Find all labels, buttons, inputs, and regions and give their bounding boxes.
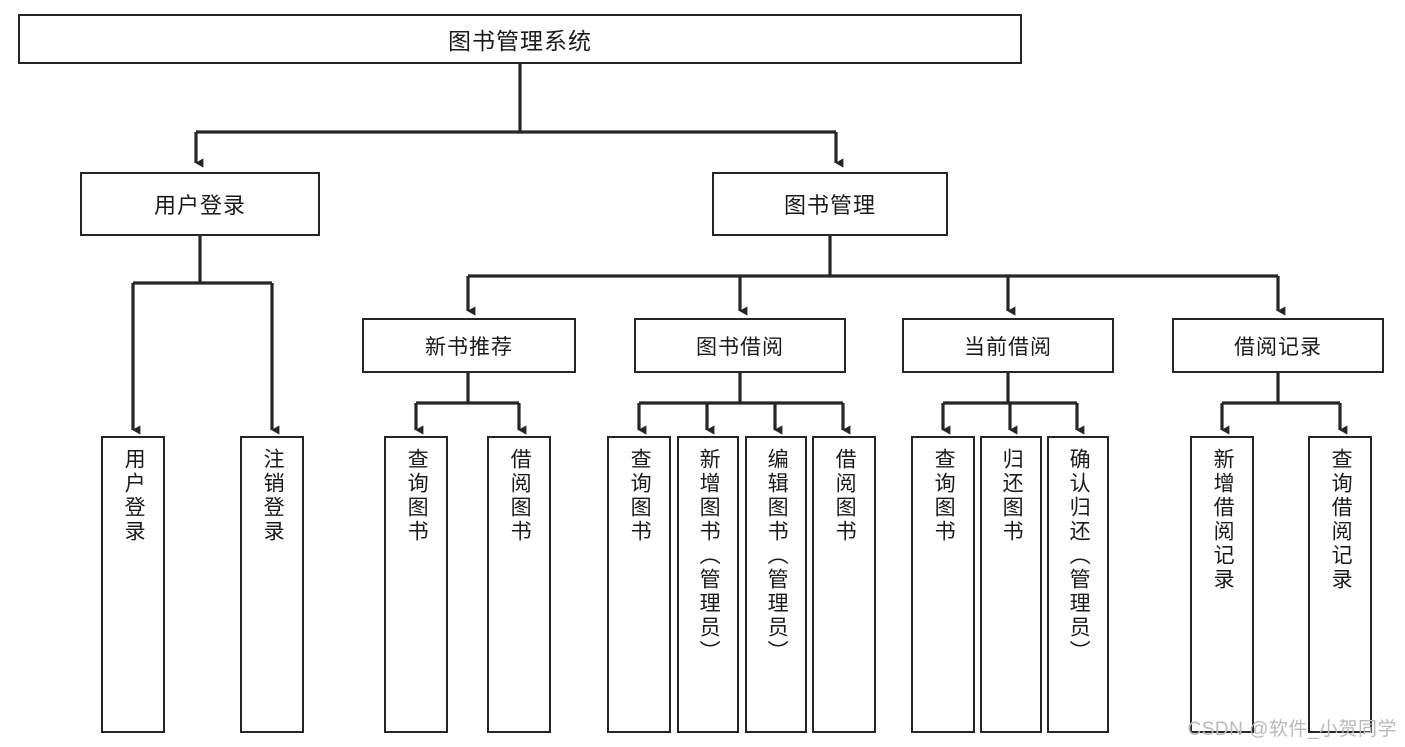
node-book-borrow[interactable]: 图书借阅 [634,318,846,373]
leaf-user-login-login[interactable]: 用户登录 [101,436,165,733]
leaf-book-borrow-add-book-admin[interactable]: 新增图书（管理员） [677,436,739,733]
node-book-management[interactable]: 图书管理 [712,172,948,236]
leaf-borrow-record-query-record[interactable]: 查询借阅记录 [1308,436,1372,733]
node-current-borrow[interactable]: 当前借阅 [902,318,1114,373]
node-label: 借阅图书 [833,448,857,544]
node-label: 图书管理 [783,193,876,218]
node-new-book-recommend[interactable]: 新书推荐 [362,318,576,373]
leaf-user-login-logout[interactable]: 注销登录 [240,436,304,733]
leaf-current-borrow-confirm-return-admin[interactable]: 确认归还（管理员） [1047,436,1109,733]
node-label: 新增借阅记录 [1211,448,1235,592]
node-label: 归还图书 [1000,448,1024,544]
node-label: 新书推荐 [425,335,513,359]
leaf-new-book-borrow-book[interactable]: 借阅图书 [487,436,551,733]
node-label: 用户登录 [122,448,146,544]
node-label: 确认归还（管理员） [1067,448,1091,664]
node-root-book-management-system[interactable]: 图书管理系统 [18,14,1022,64]
leaf-book-borrow-edit-book-admin[interactable]: 编辑图书（管理员） [745,436,807,733]
leaf-borrow-record-add-record[interactable]: 新增借阅记录 [1190,436,1254,733]
leaf-new-book-query-book[interactable]: 查询图书 [384,436,448,733]
node-borrow-record[interactable]: 借阅记录 [1172,318,1384,373]
leaf-current-borrow-query-book[interactable]: 查询图书 [911,436,975,733]
node-label: 查询图书 [628,448,652,544]
node-label: 新增图书（管理员） [697,448,721,664]
node-label: 查询图书 [405,448,429,544]
node-label: 当前借阅 [964,335,1052,359]
node-label: 图书管理系统 [448,28,592,54]
node-label: 用户登录 [153,193,246,218]
csdn-watermark: CSDN @软件_小贺同学 [1187,719,1397,740]
node-label: 注销登录 [261,448,285,544]
node-user-login[interactable]: 用户登录 [80,172,320,236]
leaf-book-borrow-query-book[interactable]: 查询图书 [607,436,671,733]
node-label: 查询图书 [932,448,956,544]
node-label: 借阅记录 [1234,335,1322,359]
leaf-book-borrow-borrow-book[interactable]: 借阅图书 [812,436,876,733]
node-label: 借阅图书 [508,448,532,544]
node-label: 图书借阅 [696,335,784,359]
node-label: 查询借阅记录 [1329,448,1353,592]
node-label: 编辑图书（管理员） [765,448,789,664]
leaf-current-borrow-return-book[interactable]: 归还图书 [980,436,1042,733]
